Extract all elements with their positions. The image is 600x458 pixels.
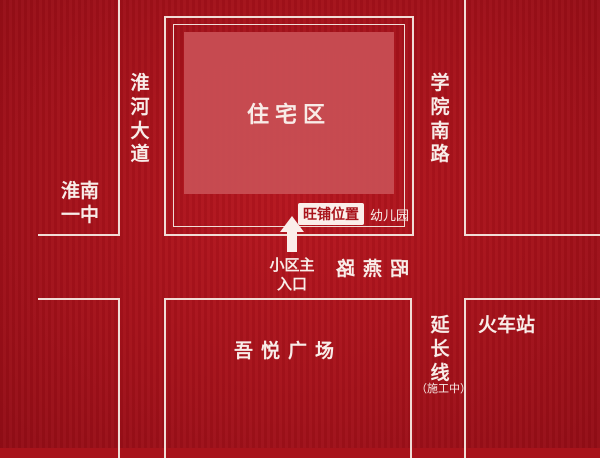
plaza-label: 吾悦广场 bbox=[233, 340, 342, 362]
school-left-label: 淮南一中 bbox=[60, 180, 99, 226]
extension-road-label: 延长线 bbox=[430, 314, 450, 384]
entrance-label: 小区主入口 bbox=[269, 256, 315, 293]
construction-note: （施工中） bbox=[416, 382, 471, 395]
shop-location-tag: 旺铺位置 bbox=[298, 203, 364, 225]
block-top-right bbox=[464, 0, 600, 236]
middle-road-label: 昭燕路 bbox=[328, 258, 410, 280]
residential-label: 住宅区 bbox=[246, 103, 331, 128]
kindergarten-label: 幼儿园 bbox=[370, 209, 410, 224]
arrow-up-icon bbox=[280, 216, 304, 252]
plaza-block bbox=[164, 298, 412, 458]
block-bottom-right bbox=[464, 298, 600, 458]
block-bottom-left bbox=[38, 298, 120, 458]
block-top-left bbox=[38, 0, 120, 236]
residential-area bbox=[184, 32, 394, 194]
right-road-label: 学院南路 bbox=[430, 72, 450, 166]
left-road-label: 淮河大道 bbox=[130, 72, 150, 166]
station-label: 火车站 bbox=[478, 314, 536, 336]
